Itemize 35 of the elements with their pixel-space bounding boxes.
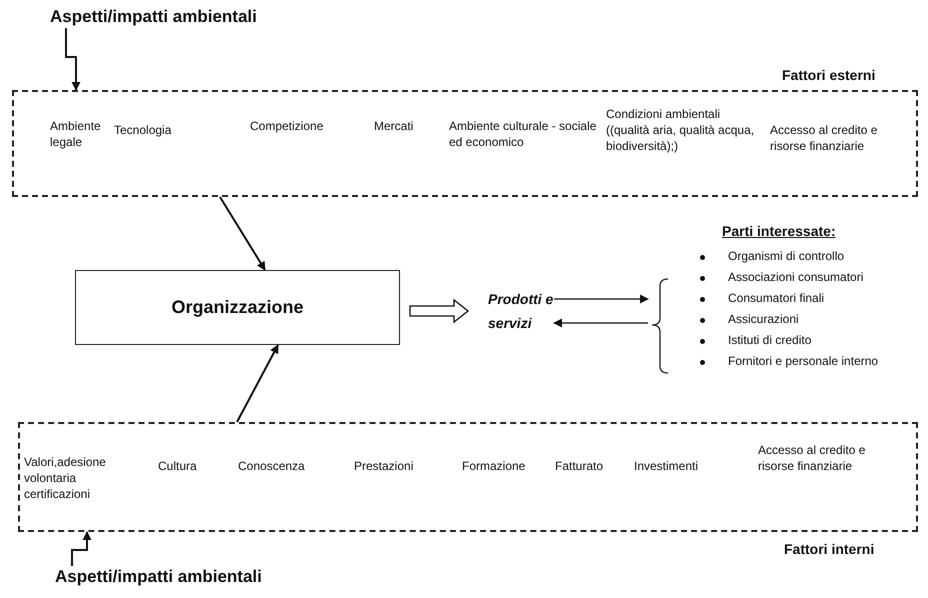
group-label: Fattori interni <box>784 540 874 559</box>
list-item: Fornitori e personale interno <box>728 353 878 370</box>
list-item: Consumatori finali <box>728 290 824 306</box>
box-label: Organizzazione <box>171 296 304 320</box>
output-label: Prodotti e servizi <box>488 290 554 333</box>
factor-label: Investimenti <box>634 458 700 474</box>
factor-label: Fatturato <box>555 458 604 474</box>
group-label: Fattori esterni <box>782 66 876 85</box>
factor-label: Tecnologia <box>114 122 172 138</box>
factor-label: Mercati <box>374 118 414 134</box>
arrow <box>236 344 279 422</box>
arrow <box>65 28 80 91</box>
factor-label: Accesso al credito e risorse finanziarie <box>770 122 878 154</box>
factor-label: Conoscenza <box>238 458 306 474</box>
factor-label: Ambiente legale <box>50 118 102 150</box>
factor-label: Formazione <box>462 458 526 474</box>
factor-label: Condizioni ambientali ((qualità aria, qualità acqua, biodiversità);) <box>606 106 756 155</box>
arrow <box>71 531 92 566</box>
list-item: Istituti di credito <box>728 332 812 348</box>
list-item: Organismi di controllo <box>728 248 844 264</box>
factor-label: Accesso al credito e risorse finanziarie <box>758 442 866 474</box>
factor-label: Prestazioni <box>354 458 414 474</box>
factor-label: Cultura <box>158 458 198 474</box>
list-heading: Parti interessate: <box>722 222 836 241</box>
list-item: Associazioni consumatori <box>728 269 864 286</box>
arrow <box>553 318 648 328</box>
heading-label: Aspetti/impatti ambientali <box>55 566 262 588</box>
organization-box <box>75 270 400 345</box>
factor-label: Competizione <box>250 118 324 134</box>
heading-label: Aspetti/impatti ambientali <box>50 6 257 28</box>
list-item: Assicurazioni <box>728 311 799 328</box>
arrow <box>554 294 649 304</box>
factor-label: Valori,adesione volontaria certificazioni <box>24 454 107 503</box>
arrow <box>219 196 266 271</box>
block-arrow <box>409 298 470 324</box>
